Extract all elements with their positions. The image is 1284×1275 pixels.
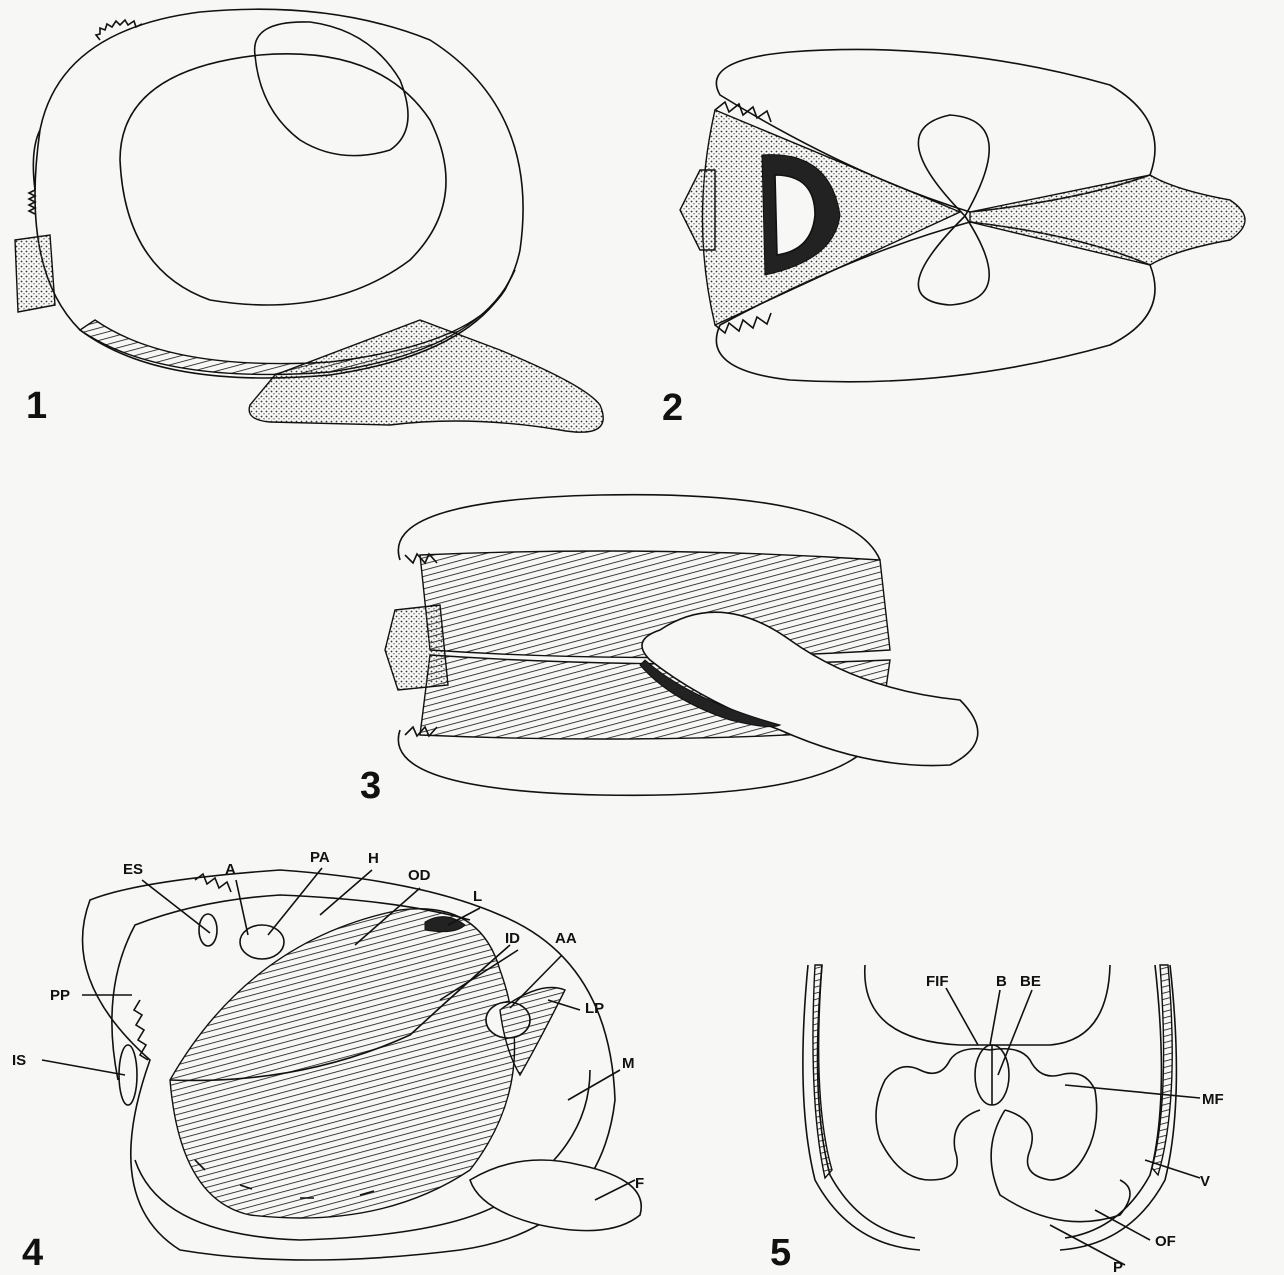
label-H: H — [368, 850, 379, 867]
label-AA: AA — [555, 930, 577, 947]
label-PP: PP — [50, 987, 70, 1004]
figure-5-number: 5 — [770, 1232, 791, 1274]
figure-4-drawing — [83, 870, 642, 1260]
figure-2-number: 2 — [662, 387, 683, 429]
label-P: P — [1113, 1259, 1123, 1275]
figure-3-number: 3 — [360, 765, 381, 807]
label-LP: LP — [585, 1000, 604, 1017]
figure-4-number: 4 — [22, 1232, 43, 1274]
figure-5-drawing — [803, 965, 1177, 1250]
figure-3-drawing — [385, 495, 978, 796]
figure-1-number: 1 — [26, 385, 47, 427]
label-BE: BE — [1020, 973, 1041, 990]
label-FIF: FIF — [926, 973, 949, 990]
label-ES: ES — [123, 861, 143, 878]
label-F: F — [635, 1175, 644, 1192]
label-A: A — [225, 861, 236, 878]
label-IS: IS — [12, 1052, 26, 1069]
label-PA: PA — [310, 849, 330, 866]
label-OD: OD — [408, 867, 431, 884]
label-M: M — [622, 1055, 635, 1072]
figure-2-drawing — [680, 49, 1245, 381]
label-L: L — [473, 888, 482, 905]
label-V: V — [1200, 1173, 1210, 1190]
label-B: B — [996, 973, 1007, 990]
figure-1-drawing — [15, 9, 603, 432]
label-ID: ID — [505, 930, 520, 947]
label-OF: OF — [1155, 1233, 1176, 1250]
label-MF: MF — [1202, 1091, 1224, 1108]
